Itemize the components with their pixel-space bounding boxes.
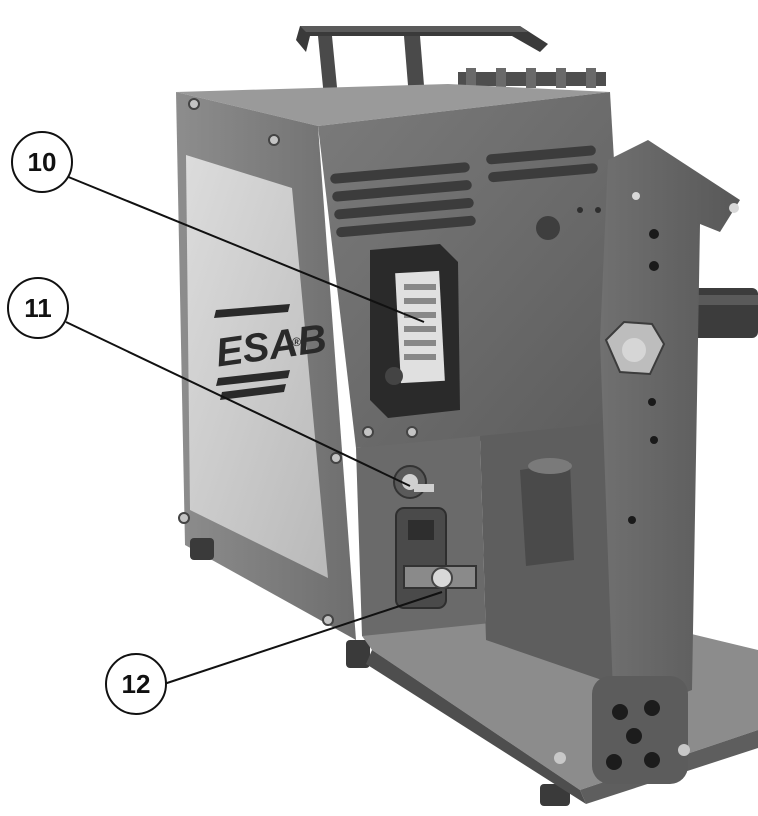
terminal-11	[393, 465, 434, 499]
cable-block	[554, 676, 690, 784]
callout-12: 12	[105, 653, 167, 715]
callout-12-label: 12	[122, 669, 151, 699]
housing-top	[176, 84, 610, 126]
callout-11-label: 11	[24, 293, 52, 323]
tension-nut	[604, 320, 666, 376]
registered-mark: ®	[292, 335, 301, 349]
feet	[190, 538, 570, 806]
top-hinge	[458, 68, 606, 88]
housing-screws	[178, 98, 418, 626]
callout-leaders	[65, 175, 443, 685]
callout-10: 10	[11, 131, 73, 193]
side-panel	[186, 155, 328, 578]
housing-front	[318, 92, 630, 448]
wire-feed-arm	[600, 140, 740, 720]
drive-shaft	[690, 288, 758, 338]
vent-slots	[330, 145, 598, 238]
terminal-12	[395, 507, 477, 609]
callout-10-label: 10	[28, 147, 57, 177]
control-cable-connector	[370, 244, 460, 418]
callout-11: 11	[7, 277, 69, 339]
front-plug	[536, 216, 560, 240]
